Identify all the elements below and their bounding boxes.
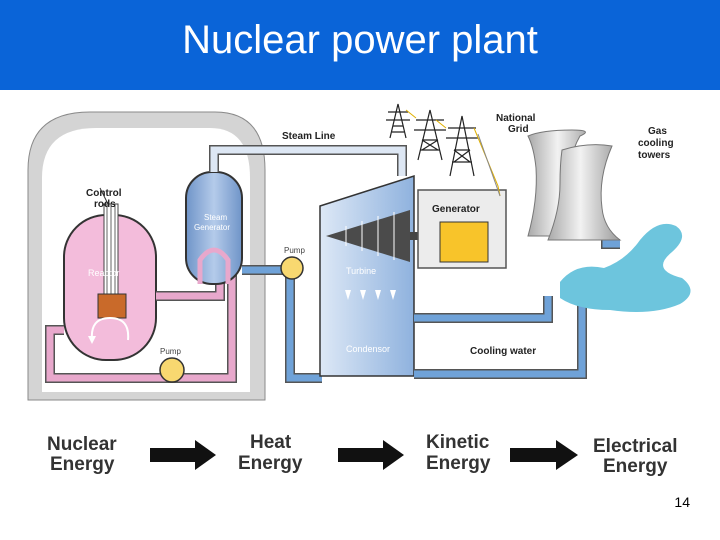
energy-electrical-line2: Energy (603, 456, 668, 477)
energy-chain: Nuclear Energy Heat Energy Kinetic Energ… (47, 432, 678, 477)
label-generator: Generator (432, 204, 480, 215)
label-control-rods-line1: Control (86, 188, 122, 199)
label-turbine: Turbine (346, 266, 376, 276)
label-cooling-water: Cooling water (470, 346, 536, 357)
slide-title: Nuclear power plant (182, 18, 538, 62)
energy-electrical-line1: Electrical (593, 436, 678, 457)
water-body (560, 223, 691, 312)
label-gas-towers-line3: towers (638, 150, 671, 161)
label-steam-generator-line1: Steam (204, 213, 227, 222)
pylon-2 (414, 109, 446, 161)
energy-nuclear-line1: Nuclear (47, 434, 117, 455)
label-pump-bottom: Pump (160, 347, 181, 356)
energy-heat-line1: Heat (250, 432, 292, 453)
pylon-1 (386, 103, 410, 139)
energy-kinetic-line1: Kinetic (426, 432, 490, 453)
arrow-2 (338, 440, 404, 470)
page-number: 14 (674, 494, 690, 510)
energy-heat-line2: Energy (238, 453, 303, 474)
label-national-grid-line2: Grid (508, 124, 529, 135)
label-reactor: Reactor (88, 268, 120, 278)
label-national-grid-line1: National (496, 113, 536, 124)
turbine-blades (326, 210, 410, 262)
label-gas-towers-line1: Gas (648, 126, 667, 137)
nuclear-plant-diagram: Steam Line National Grid Gas cooling tow… (27, 103, 691, 477)
pylon-3 (446, 115, 478, 177)
label-pump-top: Pump (284, 246, 305, 255)
arrow-1 (150, 440, 216, 470)
label-steam-generator-line2: Generator (194, 223, 230, 232)
cooling-tower-front (547, 144, 622, 241)
label-condensor: Condensor (346, 344, 390, 354)
pump-bottom (159, 357, 185, 383)
label-gas-towers-line2: cooling (638, 138, 674, 149)
label-control-rods-line2: rods (94, 199, 116, 210)
arrow-3 (510, 440, 578, 470)
title-bar (0, 0, 720, 90)
energy-kinetic-line2: Energy (426, 453, 491, 474)
energy-nuclear-line2: Energy (50, 454, 115, 475)
generator-unit (439, 221, 489, 263)
reactor-core (97, 293, 127, 319)
pump-top (280, 256, 304, 280)
label-steam-line: Steam Line (282, 131, 336, 142)
